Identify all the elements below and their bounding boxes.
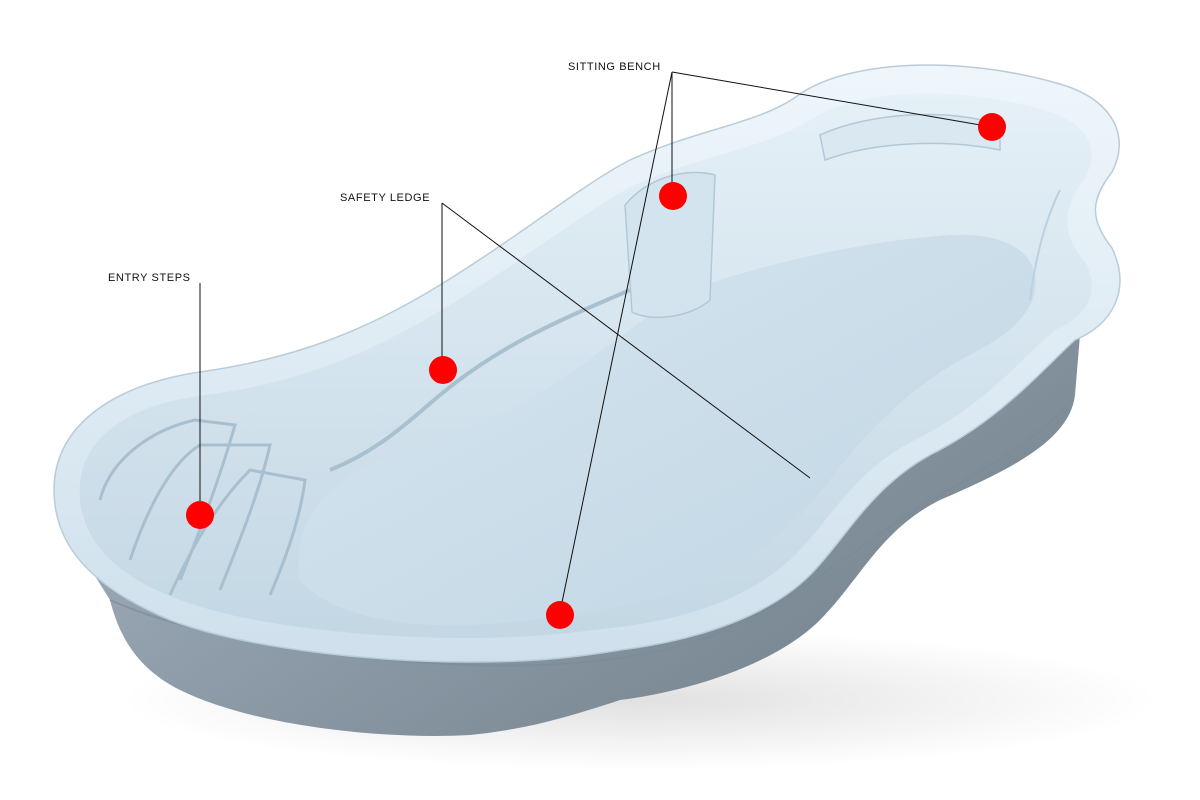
marker-sitting-bench-right [978,113,1006,141]
leader-sitting-bench-left [559,71,673,613]
safety-ledge-structure [329,288,631,472]
leader-sitting-bench-right [671,71,993,128]
leader-lines [199,71,993,613]
label-sitting-bench: SITTING BENCH [568,61,661,73]
marker-safety-ledge [429,356,457,384]
deep-end-wall [1029,189,1061,301]
sitting-bench-step [819,113,1001,162]
pool-floor [298,234,1036,626]
marker-entry-steps [186,501,214,529]
markers [186,113,1006,629]
sitting-bench-pillar [624,171,716,319]
marker-sitting-bench-mid [659,182,687,210]
leader-safety-ledge-diagonal [441,202,811,479]
label-safety-ledge: SAFETY LEDGE [340,192,430,204]
label-entry-steps: ENTRY STEPS [108,272,191,284]
marker-sitting-bench-left [546,601,574,629]
